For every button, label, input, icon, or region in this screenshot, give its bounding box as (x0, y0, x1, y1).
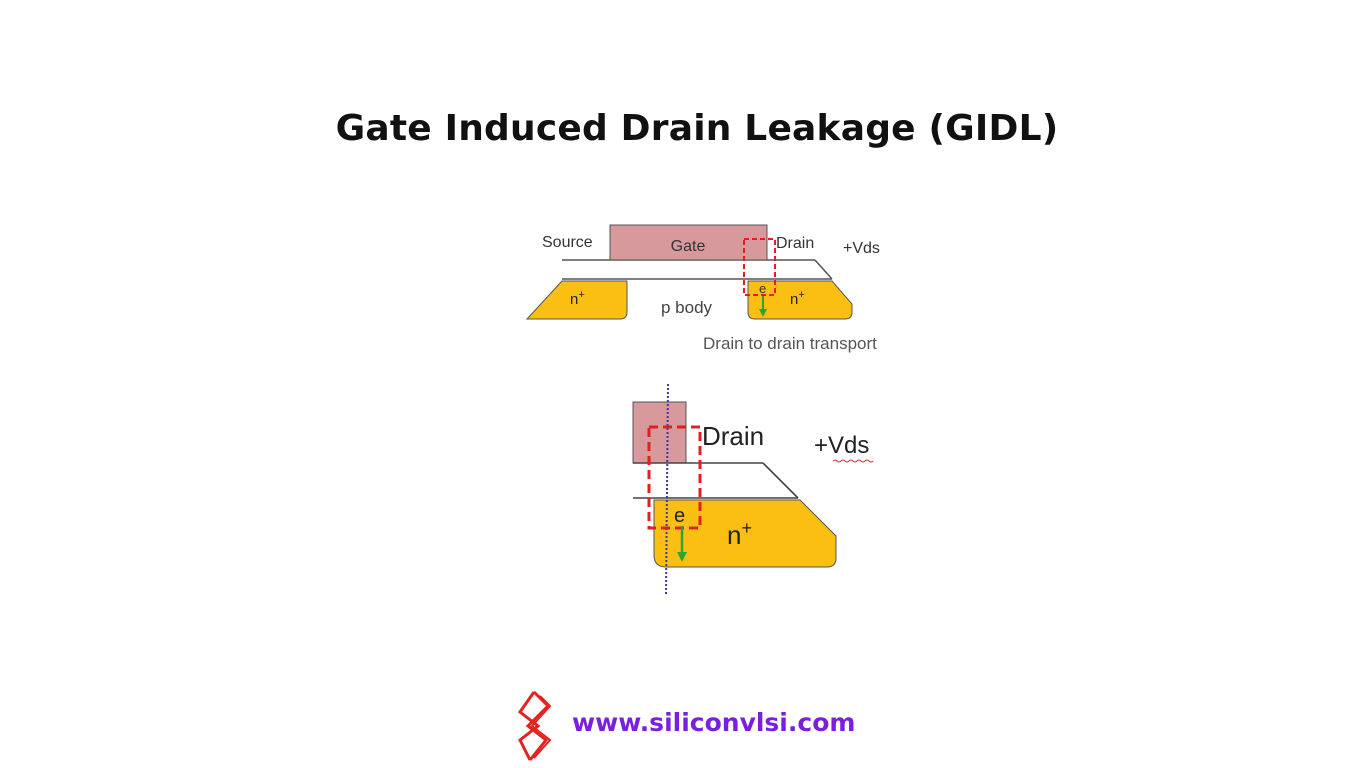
zoom-electron-arrow-head (677, 552, 687, 562)
vds-label: +Vds (843, 240, 880, 257)
gate-block (609, 224, 768, 261)
site-url-link[interactable]: www.siliconvlsi.com (572, 708, 856, 737)
electron-arrow-head (759, 309, 767, 317)
spellcheck-squiggle (832, 459, 874, 463)
mosfet-cross-section: Gate n+ n+ Source Drain +Vds p body Drai… (525, 224, 880, 353)
transport-caption: Drain to drain transport (703, 334, 877, 353)
electron-label: e (759, 281, 766, 296)
zoom-gate-block (632, 401, 687, 464)
drain-zoom-view: n+ Drain +Vds e (632, 383, 874, 597)
zoom-drain-slope (762, 462, 799, 499)
gate-label: Gate (671, 238, 706, 255)
zoom-guide-line (665, 383, 669, 597)
lightning-bolt-icon (517, 690, 552, 761)
source-nplus-region (525, 280, 628, 320)
drain-contact-slope (814, 259, 833, 280)
drain-label: Drain (776, 235, 814, 252)
source-label: Source (542, 234, 593, 251)
body-label: p body (661, 298, 713, 317)
page-title: Gate Induced Drain Leakage (GIDL) (335, 108, 1059, 149)
gidl-region-highlight (743, 238, 776, 296)
zoom-gidl-region-highlight (647, 425, 702, 530)
zoom-electron-label: e (674, 505, 685, 527)
zoom-drain-label: Drain (702, 421, 764, 451)
zoom-vds-label: +Vds (814, 432, 869, 459)
